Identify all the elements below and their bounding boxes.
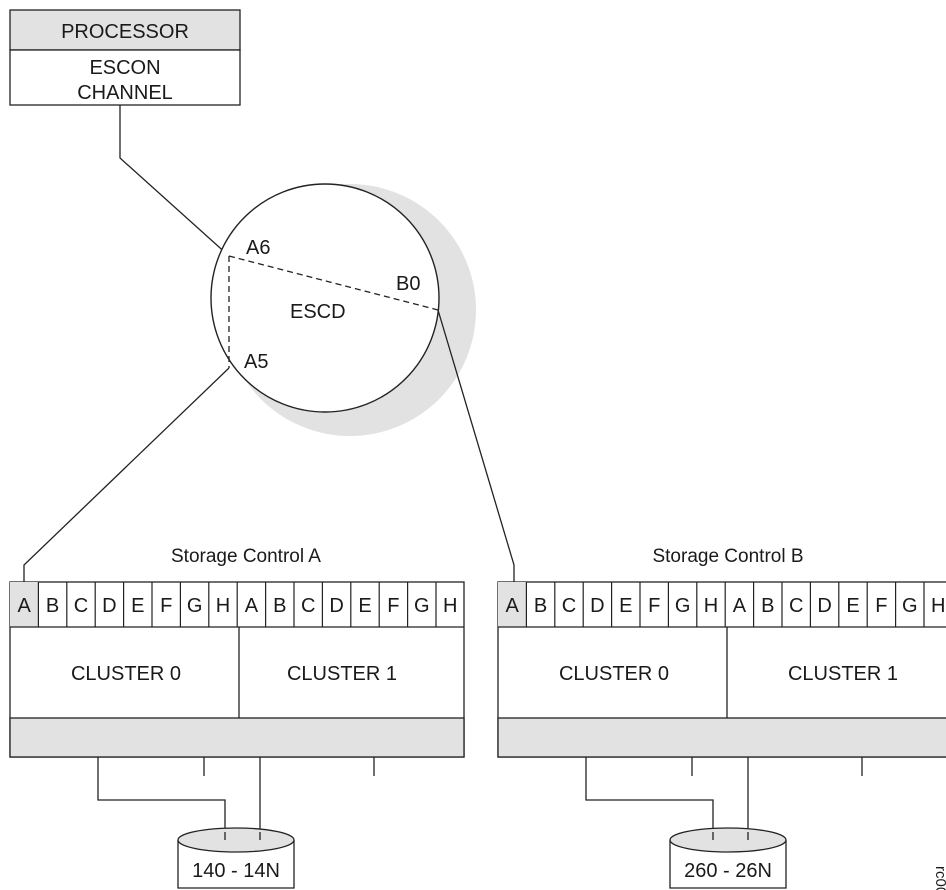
escd-switch <box>210 183 440 413</box>
port-label-d: D <box>590 595 604 617</box>
escon-channel-box <box>9 49 241 106</box>
port-label-h: H <box>704 595 718 617</box>
port-label-h: H <box>216 595 230 617</box>
a6-b0-connection <box>228 255 439 311</box>
port-label-c: C <box>562 595 576 617</box>
escd-label: ESCD <box>290 301 346 323</box>
port-label-e: E <box>846 595 859 617</box>
processor-title: PROCESSOR <box>61 21 189 43</box>
storage-control-a-title: Storage Control A <box>171 546 321 567</box>
port-label-b: B <box>761 595 774 617</box>
processor-header <box>9 9 241 51</box>
port-label-a: A <box>245 595 259 617</box>
device-140-cylinder: 140 - 14N <box>177 827 295 889</box>
storage-a-cluster-1: CLUSTER 1 <box>287 663 397 685</box>
port-label-f: F <box>160 595 172 617</box>
port-label-b: B <box>46 595 59 617</box>
storage-a-device-bar <box>9 717 465 758</box>
port-b0-label: B0 <box>396 273 420 295</box>
device-140-label: 140 - 14N <box>192 860 280 882</box>
port-label-g: G <box>902 595 918 617</box>
port-label-f: F <box>648 595 660 617</box>
port-label-d: D <box>102 595 116 617</box>
port-label-e: E <box>619 595 632 617</box>
port-label-d: D <box>329 595 343 617</box>
device-260-label: 260 - 26N <box>684 860 772 882</box>
storage-b-port-highlight <box>498 582 526 627</box>
port-label-c: C <box>789 595 803 617</box>
storage-b-device-bar <box>497 717 946 758</box>
port-label-d: D <box>817 595 831 617</box>
port-label-a: A <box>506 595 520 617</box>
storage-b-cluster-0: CLUSTER 0 <box>559 663 669 685</box>
storage-a-device-path-1 <box>97 757 226 832</box>
port-label-c: C <box>301 595 315 617</box>
port-label-e: E <box>131 595 144 617</box>
storage-a-cluster-0: CLUSTER 0 <box>71 663 181 685</box>
port-label-b: B <box>534 595 547 617</box>
device-260-cylinder: 260 - 26N <box>669 827 787 889</box>
port-label-g: G <box>675 595 691 617</box>
port-label-f: F <box>387 595 399 617</box>
channel-link <box>119 105 230 257</box>
channel-label-line1: ESCON <box>89 57 160 79</box>
figure-id: rc009 <box>932 866 946 890</box>
b0-to-storage-b-link <box>437 309 515 582</box>
port-label-f: F <box>875 595 887 617</box>
port-label-a: A <box>18 595 32 617</box>
storage-control-b-title: Storage Control B <box>652 546 803 567</box>
port-label-b: B <box>273 595 286 617</box>
port-label-g: G <box>414 595 430 617</box>
port-label-e: E <box>358 595 371 617</box>
storage-a-port-highlight <box>10 582 38 627</box>
a5-to-storage-a-link <box>23 367 230 582</box>
port-label-g: G <box>187 595 203 617</box>
port-a5-label: A5 <box>244 351 268 373</box>
port-label-h: H <box>931 595 945 617</box>
storage-b-cluster-1: CLUSTER 1 <box>788 663 898 685</box>
storage-b-device-path-1 <box>585 757 714 832</box>
port-label-a: A <box>733 595 747 617</box>
port-a6-label: A6 <box>246 237 270 259</box>
port-label-c: C <box>74 595 88 617</box>
channel-label-line2: CHANNEL <box>77 82 173 104</box>
processor-box: PROCESSOR ESCON CHANNEL <box>9 9 241 106</box>
port-label-h: H <box>443 595 457 617</box>
